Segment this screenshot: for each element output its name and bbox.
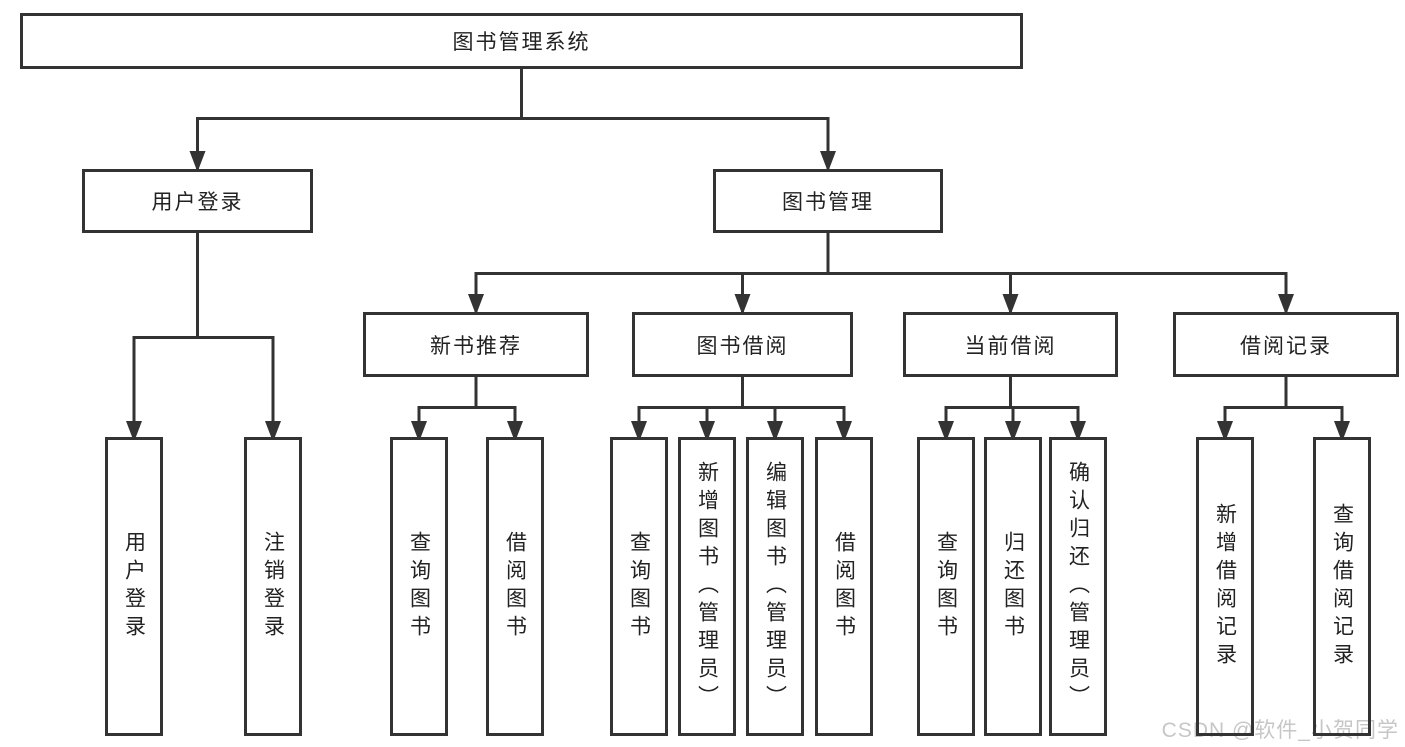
leaf-bb-add-books-admin: 新增图书（管理员） — [678, 437, 736, 736]
leaf-nr-query-books-label: 查询图书 — [407, 530, 431, 643]
leaf-bb-edit-books-admin: 编辑图书（管理员） — [746, 437, 804, 736]
leaf-cb-return-books-label: 归还图书 — [1001, 530, 1025, 643]
node-new-book-recommend: 新书推荐 — [363, 312, 589, 377]
csdn-watermark: CSDN @软件_小贺同学 — [1161, 719, 1399, 742]
leaf-bb-borrow-books-label: 借阅图书 — [832, 530, 856, 643]
leaf-user-login-label: 用户登录 — [122, 530, 146, 643]
leaf-br-query-record-label: 查询借阅记录 — [1330, 502, 1354, 671]
leaf-cb-confirm-return-admin-label: 确认归还（管理员） — [1066, 460, 1090, 713]
leaf-bb-edit-books-admin-label: 编辑图书（管理员） — [763, 460, 787, 713]
node-borrow-record: 借阅记录 — [1173, 312, 1399, 377]
leaf-cb-query-books-label: 查询图书 — [934, 530, 958, 643]
leaf-nr-borrow-books: 借阅图书 — [486, 437, 544, 736]
node-root: 图书管理系统 — [20, 13, 1023, 69]
leaf-cb-confirm-return-admin: 确认归还（管理员） — [1049, 437, 1107, 736]
leaf-bb-borrow-books: 借阅图书 — [815, 437, 873, 736]
leaf-br-add-record: 新增借阅记录 — [1196, 437, 1254, 736]
node-user-login: 用户登录 — [82, 169, 313, 233]
leaf-bb-query-books: 查询图书 — [610, 437, 668, 736]
leaf-logout-label: 注销登录 — [261, 530, 285, 643]
leaf-bb-add-books-admin-label: 新增图书（管理员） — [695, 460, 719, 713]
leaf-bb-query-books-label: 查询图书 — [627, 530, 651, 643]
leaf-br-query-record: 查询借阅记录 — [1313, 437, 1371, 736]
leaf-cb-query-books: 查询图书 — [917, 437, 975, 736]
leaf-logout: 注销登录 — [244, 437, 302, 736]
node-book-borrow: 图书借阅 — [632, 312, 853, 377]
node-current-borrow: 当前借阅 — [903, 312, 1118, 377]
node-book-management: 图书管理 — [713, 169, 943, 233]
leaf-nr-query-books: 查询图书 — [390, 437, 448, 736]
leaf-br-add-record-label: 新增借阅记录 — [1213, 502, 1237, 671]
leaf-nr-borrow-books-label: 借阅图书 — [503, 530, 527, 643]
leaf-user-login: 用户登录 — [105, 437, 163, 736]
leaf-cb-return-books: 归还图书 — [984, 437, 1042, 736]
